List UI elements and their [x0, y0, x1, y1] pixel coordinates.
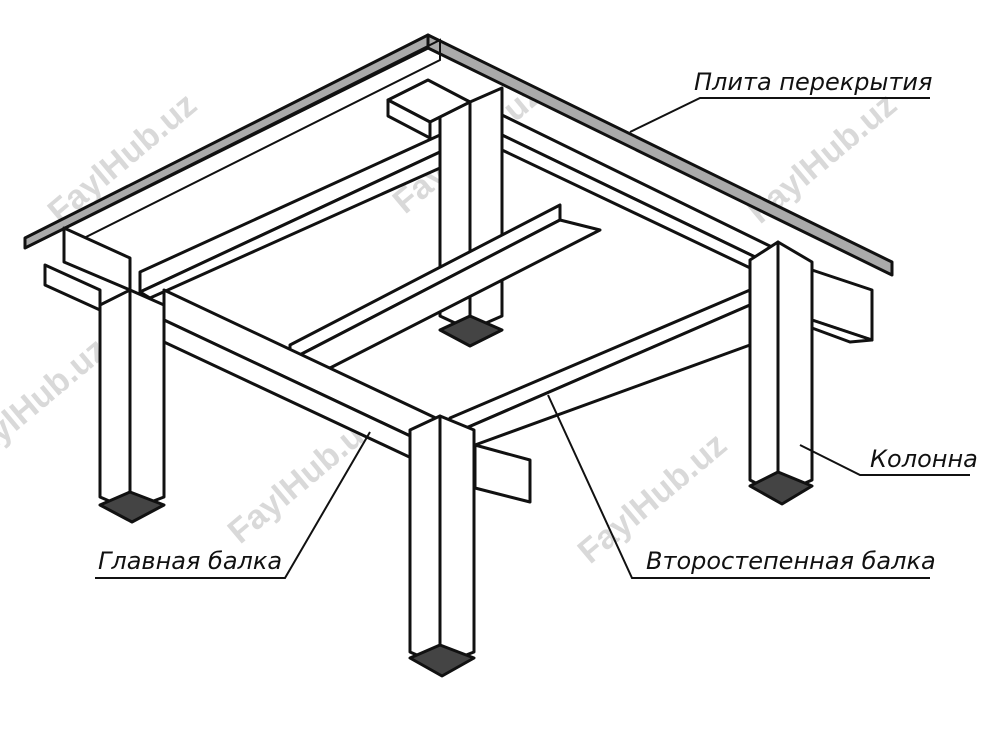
leader-lines — [95, 97, 970, 579]
labels: Плита перекрытия Колонна Главная балка В… — [98, 68, 978, 575]
column-right — [748, 240, 814, 506]
slab-corner-left — [43, 226, 132, 312]
watermark: FaylHub.uz — [41, 85, 204, 231]
column-face — [98, 288, 132, 512]
secondary-beam-upper-right — [500, 113, 780, 277]
column-end — [408, 643, 476, 678]
label-secondary-beam: Второстепенная балка — [646, 547, 936, 575]
leader-main-beam — [95, 431, 371, 579]
column-face — [408, 414, 442, 667]
label-column: Колонна — [870, 445, 978, 473]
secondary-beam-middle — [288, 203, 602, 370]
column-end — [748, 470, 814, 506]
beam-face — [810, 318, 874, 344]
slab-face — [62, 226, 132, 292]
watermark: FaylHub.uz — [0, 330, 114, 476]
leader-secondary-beam — [547, 394, 930, 579]
column-end — [98, 490, 166, 524]
main-beam-right — [810, 268, 874, 344]
slab-edge-right — [426, 33, 894, 277]
column-face — [128, 288, 166, 512]
column-face — [438, 414, 476, 667]
main-beam-front-right — [448, 288, 752, 504]
main-beam-left-back — [63, 38, 472, 250]
column-face — [776, 240, 814, 497]
column-face — [748, 240, 780, 497]
column-left — [98, 288, 166, 524]
beam-face — [473, 443, 532, 504]
slab-edge-left — [23, 33, 430, 250]
leader-column — [799, 444, 970, 476]
beam-face — [288, 203, 562, 362]
column-end — [438, 314, 504, 348]
floor-slab — [23, 33, 894, 277]
leader-slab — [629, 97, 930, 133]
label-slab: Плита перекрытия — [694, 68, 932, 96]
beam-face — [138, 150, 442, 300]
column-front — [408, 414, 476, 678]
slab-face — [43, 263, 102, 312]
label-main-beam: Главная балка — [98, 547, 282, 575]
